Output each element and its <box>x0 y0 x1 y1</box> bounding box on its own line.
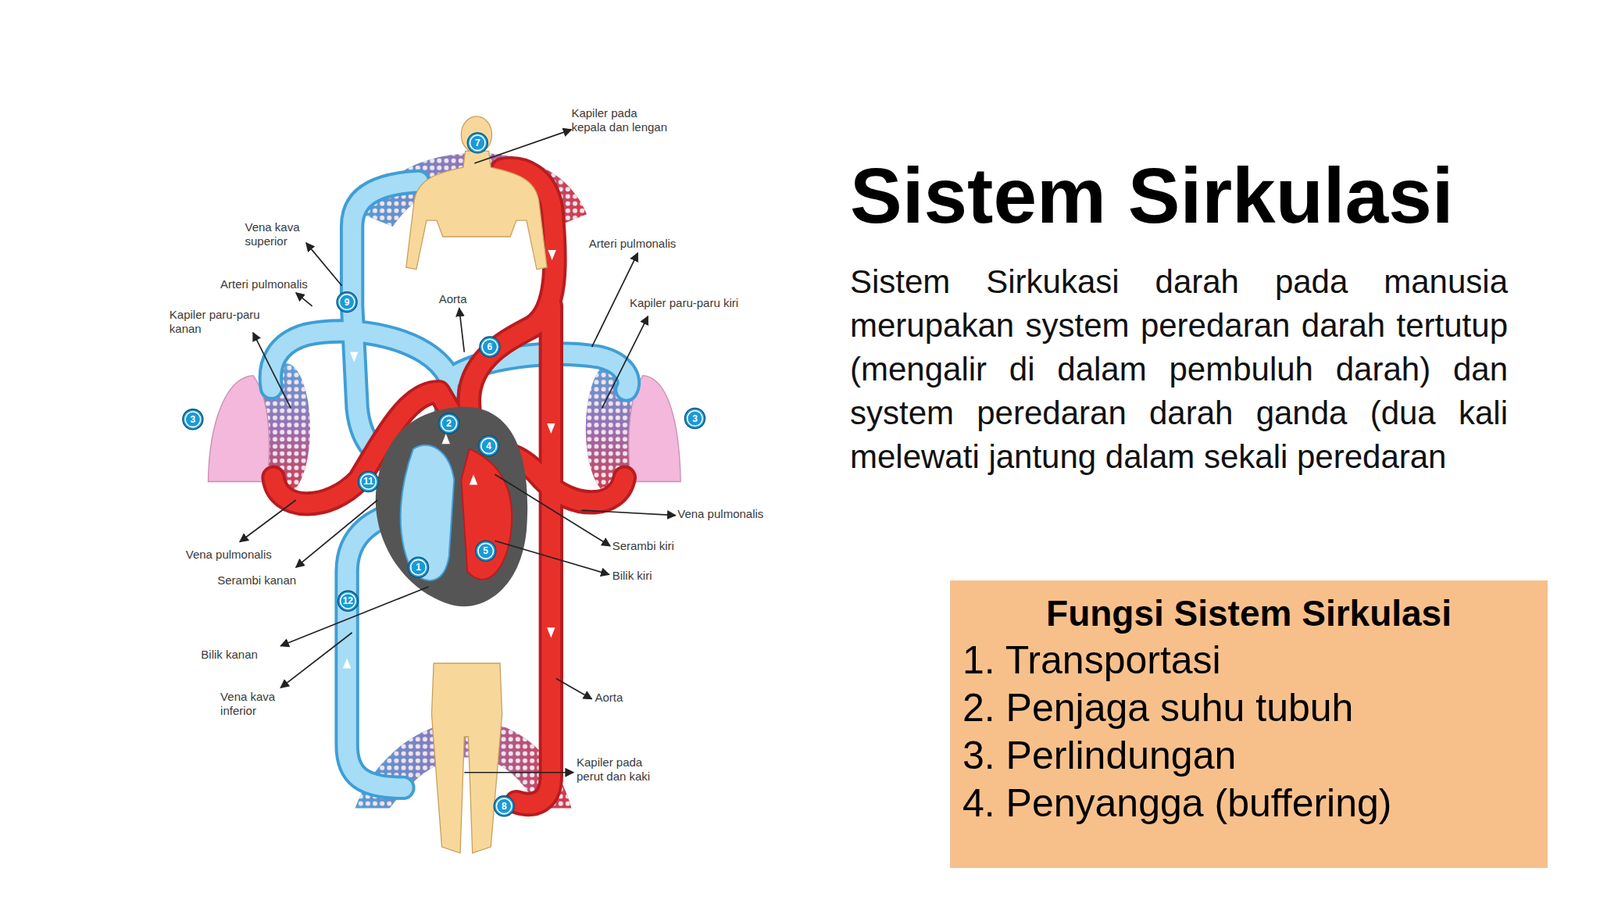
callout-circle <box>182 132 706 817</box>
part-label: Kapiler paru-paru kiri <box>629 296 739 311</box>
part-label: Kapiler paru-paru kanan <box>169 307 268 336</box>
list-item: 4. Penyangga (buffering) <box>962 779 1536 828</box>
part-label: Arteri pulmonalis <box>589 236 677 251</box>
part-label: Serambi kiri <box>612 539 675 554</box>
part-label: Aorta <box>439 292 468 307</box>
part-label: Serambi kanan <box>217 573 297 588</box>
callout-number: 3 <box>182 409 204 430</box>
heart <box>375 407 528 607</box>
callout-number: 4 <box>478 435 500 457</box>
part-label: Vena pulmonalis <box>677 507 764 522</box>
leader-line <box>239 129 676 773</box>
function-box: Fungsi Sistem Sirkulasi1. Transportasi2.… <box>950 580 1548 868</box>
part-label: Vena kava inferior <box>220 689 287 718</box>
part-label: Aorta <box>594 690 623 705</box>
description-text: Sistem Sirkukasi darah pada manusia meru… <box>850 260 1508 479</box>
callout-number: 1 <box>408 557 429 578</box>
slide-title: Sistem Sirkulasi <box>850 156 1454 235</box>
box-heading: Fungsi Sistem Sirkulasi <box>962 589 1536 637</box>
part-label: Vena kava superior <box>244 220 311 249</box>
part-label: Vena pulmonalis <box>185 547 272 562</box>
list-item: 2. Penjaga suhu tubuh <box>962 684 1536 733</box>
callout-number: 7 <box>467 132 488 154</box>
flow-arrow <box>342 250 557 669</box>
callout-number: 9 <box>336 292 358 313</box>
list-item: 1. Transportasi <box>962 636 1536 685</box>
part-label: Kapiler pada perut dan kaki <box>576 755 667 784</box>
callout-number: 2 <box>439 413 460 434</box>
part-label: Arteri pulmonalis <box>220 277 308 292</box>
part-label: Bilik kanan <box>200 647 258 662</box>
callout-number: 11 <box>358 471 379 492</box>
callout-number: 3 <box>684 408 705 429</box>
part-label: Kapiler pada kepala dan lengan <box>571 106 672 135</box>
callout-number: 8 <box>493 796 515 817</box>
human-figure <box>406 116 547 854</box>
callout-ring <box>185 135 703 815</box>
callout-number: 6 <box>479 336 500 358</box>
list-item: 3. Perlindungan <box>962 732 1536 780</box>
callout-number: 5 <box>475 540 497 561</box>
callout-number: 12 <box>337 590 358 611</box>
part-label: Bilik kiri <box>612 568 653 583</box>
